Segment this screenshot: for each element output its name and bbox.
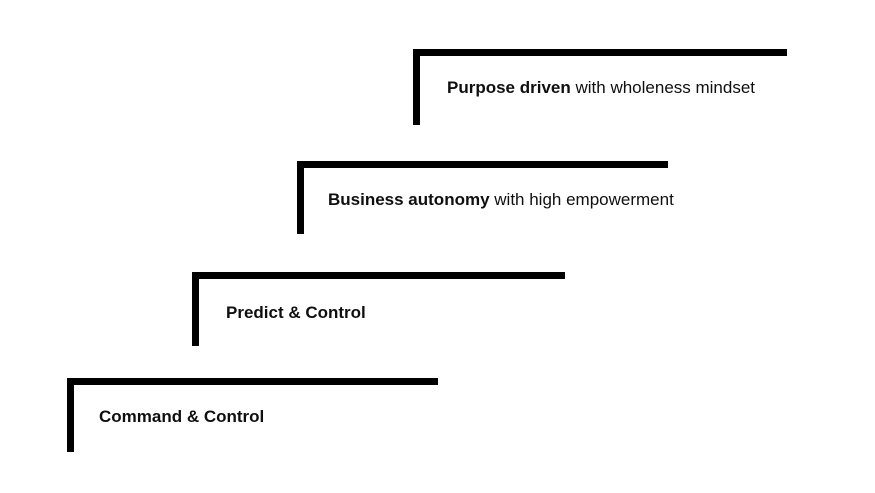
step-top-line xyxy=(413,49,787,56)
step-top-line xyxy=(297,161,668,168)
step-left-bar xyxy=(67,378,74,452)
step-label-emphasis: Command & Control xyxy=(99,407,265,426)
step-label: Predict & Control xyxy=(226,302,366,324)
step-top-line xyxy=(67,378,438,385)
step-label: Business autonomy with high empowerment xyxy=(328,189,674,211)
step-label-emphasis: Purpose driven xyxy=(447,78,571,97)
step-label-rest: with wholeness mindset xyxy=(570,78,756,97)
step-left-bar xyxy=(413,49,420,125)
step-label-emphasis: Business autonomy xyxy=(328,190,490,209)
step-label-rest: with high empowerment xyxy=(489,190,674,209)
step-left-bar xyxy=(297,161,304,234)
step-label: Command & Control xyxy=(99,406,264,428)
step-top-line xyxy=(192,272,565,279)
step-left-bar xyxy=(192,272,199,346)
step-label-emphasis: Predict & Control xyxy=(226,303,366,322)
step-label: Purpose driven with wholeness mindset xyxy=(447,77,755,99)
